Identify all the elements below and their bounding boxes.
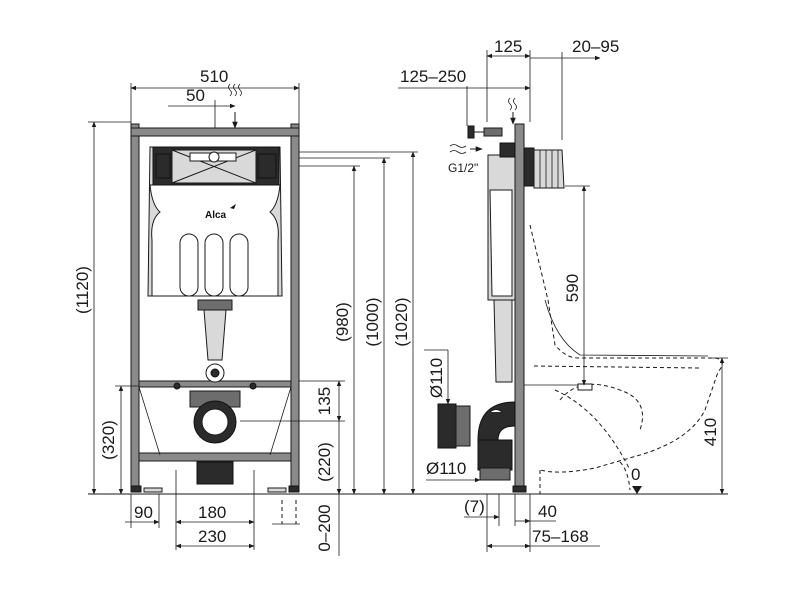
flush-box-side xyxy=(533,149,565,189)
dim-left-height: (320) xyxy=(99,420,118,460)
dim-side-75-168: 75–168 xyxy=(532,527,589,546)
dim-height-980: (980) xyxy=(333,302,352,342)
dim-bottom-180: 180 xyxy=(198,503,226,522)
side-post xyxy=(514,123,525,493)
dim-gap-135: 135 xyxy=(315,387,334,415)
bottom-crossbar xyxy=(138,452,292,462)
side-water-supply-icon xyxy=(508,97,517,111)
dim-height-1000: (1000) xyxy=(363,297,382,346)
dim-height-1020: (1020) xyxy=(392,297,411,346)
front-view: Alca 510 50 (1120) xyxy=(73,67,418,556)
label-zero: 0 xyxy=(631,465,640,484)
dim-offset-top: 50 xyxy=(186,86,205,105)
dim-side-125-250: 125–250 xyxy=(400,67,466,86)
dim-side-40: 40 xyxy=(538,502,557,521)
dim-diameter-lower: Ø110 xyxy=(426,459,466,478)
dim-total-height: (1120) xyxy=(73,266,92,314)
waste-elbow xyxy=(477,401,516,441)
water-supply-icon xyxy=(228,83,242,97)
dim-side-410: 410 xyxy=(701,418,720,446)
dim-range-0-200: 0–200 xyxy=(315,504,334,551)
dim-side-20-95: 20–95 xyxy=(572,37,619,56)
flush-pipe xyxy=(203,309,227,361)
dim-bottom-90: 90 xyxy=(134,503,153,522)
left-post xyxy=(130,123,140,493)
right-post xyxy=(290,123,300,493)
right-foot xyxy=(288,485,300,493)
top-crossbar xyxy=(130,127,300,137)
dim-width-top: 510 xyxy=(200,67,228,86)
brand-logo-icon xyxy=(230,204,236,209)
waste-connector-upper xyxy=(437,403,457,449)
dim-height-220: (220) xyxy=(315,442,334,482)
thread-water-icon xyxy=(449,144,467,154)
left-foot xyxy=(130,485,142,493)
dim-side-125: 125 xyxy=(494,37,522,56)
dim-side-7: (7) xyxy=(464,497,485,516)
dim-side-590: 590 xyxy=(563,274,582,302)
side-view: 0 125 20–95 125–250 G1/2" 590 410 Ø110 xyxy=(398,37,728,552)
brand-label: Alca xyxy=(205,210,227,221)
dim-diameter-upper: Ø110 xyxy=(427,358,446,398)
toilet-bowl-outline xyxy=(529,224,723,473)
zero-marker-icon xyxy=(632,486,642,494)
label-thread: G1/2" xyxy=(448,161,478,175)
dim-bottom-230: 230 xyxy=(198,527,226,546)
toilet-seat-outline xyxy=(544,299,709,357)
